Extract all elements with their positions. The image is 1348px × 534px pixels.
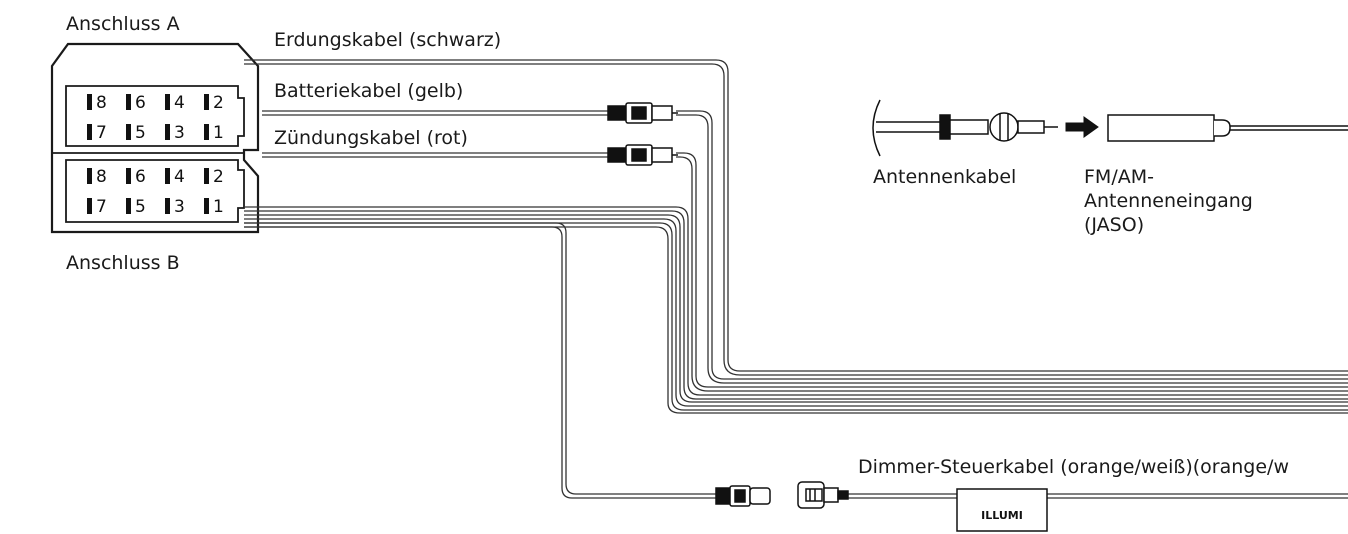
pin-b-3: 3	[174, 197, 185, 217]
dimmer-female-plug-icon	[797, 481, 849, 509]
pin-a-6: 6	[135, 93, 146, 113]
pin-b-6: 6	[135, 167, 146, 187]
connector-b-wire-bundle	[244, 206, 1348, 414]
dimmer-wire-label: Dimmer-Steuerkabel (orange/weiß)(orange/…	[858, 456, 1289, 478]
pin-b-5: 5	[135, 197, 146, 217]
pin-a-1: 1	[213, 123, 224, 143]
dimmer-male-plug-icon	[715, 485, 771, 507]
pin-b-1: 1	[213, 197, 224, 217]
pin-a-7: 7	[96, 123, 107, 143]
arrow-right-icon	[1065, 116, 1099, 138]
pin-b-8: 8	[96, 167, 107, 187]
pin-a-8: 8	[96, 93, 107, 113]
ignition-wire	[262, 152, 1348, 392]
pin-b-2: 2	[213, 167, 224, 187]
antenna-input-label-2: Antenneneingang	[1084, 190, 1253, 212]
battery-plug-icon	[607, 102, 678, 124]
ground-wire	[244, 59, 1348, 376]
antenna-plug-icon	[872, 99, 1058, 157]
pin-markers	[87, 94, 209, 214]
ignition-wire-label: Zündungskabel (rot)	[274, 127, 468, 149]
antenna-cable-label: Antennenkabel	[873, 166, 1017, 188]
connector-housing	[50, 42, 260, 234]
pin-b-7: 7	[96, 197, 107, 217]
antenna-input-label-1: FM/AM-	[1084, 166, 1154, 188]
ground-wire-label: Erdungskabel (schwarz)	[274, 29, 502, 51]
illumi-box: ILLUMI	[956, 488, 1048, 532]
pin-b-4: 4	[174, 167, 185, 187]
pin-a-2: 2	[213, 93, 224, 113]
pin-a-4: 4	[174, 93, 185, 113]
dimmer-wire	[244, 222, 1348, 499]
connector-b-body	[65, 159, 245, 223]
connector-a-pins: 8 6 4 2 7 5 3 1	[96, 93, 224, 143]
connector-b-pins: 8 6 4 2 7 5 3 1	[96, 167, 224, 217]
pin-a-5: 5	[135, 123, 146, 143]
antenna-input-socket	[1107, 114, 1348, 142]
battery-wire	[262, 110, 1348, 384]
pin-a-3: 3	[174, 123, 185, 143]
connector-b-label: Anschluss B	[66, 252, 180, 274]
connector-a-label: Anschluss A	[66, 13, 180, 35]
connector-a-body	[65, 85, 245, 147]
illumi-label: ILLUMI	[981, 509, 1023, 522]
battery-wire-label: Batteriekabel (gelb)	[274, 80, 464, 102]
ignition-plug-icon	[607, 144, 678, 166]
antenna-input-label-3: (JASO)	[1084, 214, 1145, 236]
